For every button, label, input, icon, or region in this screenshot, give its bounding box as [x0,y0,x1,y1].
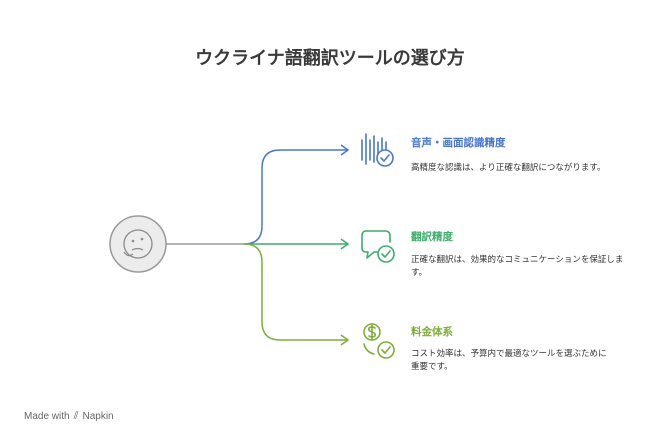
item-title-audio: 音声・画面認識精度 [411,137,506,149]
arrow-pricing [340,334,350,346]
speech-bubble-check-icon [361,230,395,263]
branch-audio [243,149,348,245]
item-desc-translation: 正確な翻訳は、効果的なコミュニケーションを保証します。 [411,255,624,278]
arrow-translation [340,238,350,250]
thinking-face-icon [109,215,167,273]
page-title: ウクライナ語翻訳ツールの選び方 [195,48,465,69]
item-desc-audio: 高精度な認識は、より正確な翻訳につながります。 [411,163,606,173]
item-desc-pricing: コスト効率は、予算内で最適なツールを選ぶために重要です。 [411,349,607,372]
item-title-pricing: 料金体系 [411,326,453,338]
napkin-logo-icon: ⫽ [73,410,79,422]
arrow-audio [340,144,350,156]
footer: Made with ⫽ Napkin [24,410,114,423]
item-title-translation: 翻訳精度 [411,231,453,243]
audio-wave-check-icon [361,133,394,167]
coin-check-icon [363,323,395,359]
footer-made-with: Made with [24,411,70,422]
branch-pricing [243,243,348,341]
footer-brand: Napkin [82,411,114,422]
